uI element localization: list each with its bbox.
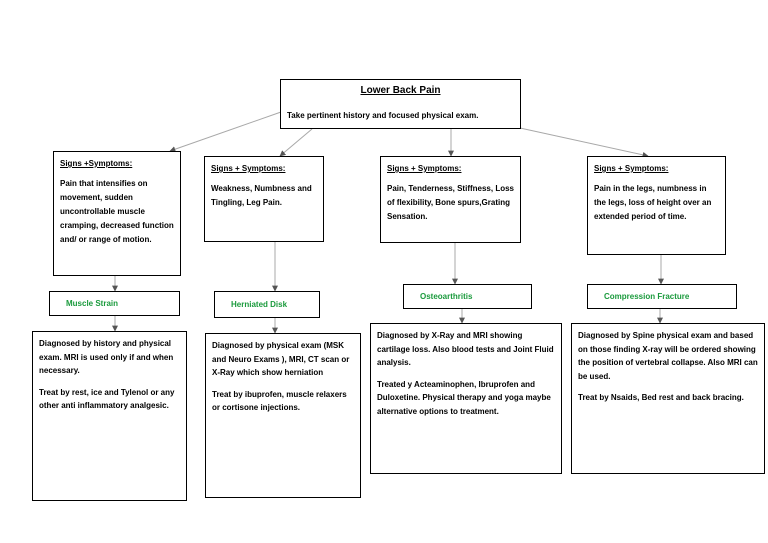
symptoms-box-compression-fracture: Signs + Symptoms: Pain in the legs, numb…: [587, 156, 726, 255]
symptoms-text: Pain that intensifies on movement, sudde…: [60, 179, 174, 244]
root-subtitle: Take pertinent history and focused physi…: [287, 111, 479, 120]
symptoms-box-muscle-strain: Signs +Symptoms: Pain that intensifies o…: [53, 151, 181, 276]
connector-root-to-symptoms-1: [169, 111, 282, 153]
symptoms-heading: Signs +Symptoms:: [60, 159, 133, 168]
diagnosis-osteoarthritis: Osteoarthritis: [403, 284, 532, 309]
diagnosis-method-text: Diagnosed by Spine physical exam and bas…: [578, 331, 758, 381]
diagnosis-method-text: Diagnosed by physical exam (MSK and Neur…: [212, 341, 350, 377]
diagnosis-herniated-disk: Herniated Disk: [214, 291, 320, 318]
details-box-herniated-disk: Diagnosed by physical exam (MSK and Neur…: [205, 333, 361, 498]
connector-root-to-symptoms-2: [279, 128, 313, 157]
diagnosis-method-text: Diagnosed by history and physical exam. …: [39, 339, 174, 375]
symptoms-heading: Signs + Symptoms:: [594, 164, 669, 173]
diagnosis-compression-fracture: Compression Fracture: [587, 284, 737, 309]
treatment-text: Treated y Acteaminophen, Ibruprofen and …: [377, 379, 551, 416]
symptoms-heading: Signs + Symptoms:: [387, 164, 462, 173]
symptoms-text: Pain in the legs, numbness in the legs, …: [594, 184, 712, 221]
treatment-text: Treat by rest, ice and Tylenol or any ot…: [39, 387, 175, 411]
connector-root-to-symptoms-4: [519, 127, 649, 158]
root-title: Lower Back Pain: [360, 85, 441, 96]
diagnosis-muscle-strain: Muscle Strain: [49, 291, 180, 316]
symptoms-box-osteoarthritis: Signs + Symptoms: Pain, Tenderness, Stif…: [380, 156, 521, 243]
treatment-text: Treat by ibuprofen, muscle relaxers or c…: [212, 389, 347, 413]
symptoms-text: Pain, Tenderness, Stiffness, Loss of fle…: [387, 184, 514, 221]
symptoms-heading: Signs + Symptoms:: [211, 164, 286, 173]
details-box-osteoarthritis: Diagnosed by X-Ray and MRI showing carti…: [370, 323, 562, 474]
treatment-text: Treat by Nsaids, Bed rest and back braci…: [578, 393, 744, 402]
details-box-muscle-strain: Diagnosed by history and physical exam. …: [32, 331, 187, 501]
details-box-compression-fracture: Diagnosed by Spine physical exam and bas…: [571, 323, 765, 474]
diagnosis-method-text: Diagnosed by X-Ray and MRI showing carti…: [377, 331, 554, 367]
root-box: Lower Back Pain Take pertinent history a…: [280, 79, 521, 129]
symptoms-text: Weakness, Numbness and Tingling, Leg Pai…: [211, 184, 312, 207]
symptoms-box-herniated-disk: Signs + Symptoms: Weakness, Numbness and…: [204, 156, 324, 242]
